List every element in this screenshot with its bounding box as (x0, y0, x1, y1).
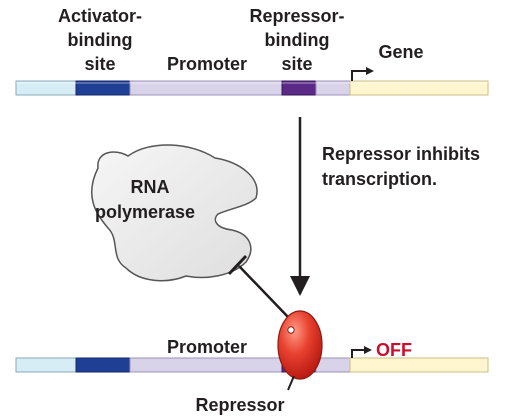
rna-polymerase-label-line2: polymerase (95, 202, 195, 222)
rna-polymerase-shape (90, 144, 258, 282)
repressor-site-label-line3: site (281, 54, 312, 74)
gene-region-bottom (349, 357, 489, 373)
repressor-label: Repressor (195, 395, 284, 415)
rna-polymerase-label-line1: RNA (131, 177, 170, 197)
promoter-region-bottom-right (315, 357, 351, 373)
transcription-start-arrow-bottom (351, 349, 366, 358)
repressor-protein (277, 310, 323, 380)
inhibition-bar (227, 254, 248, 276)
off-label: OFF (376, 340, 412, 360)
activator-label-line2: binding (68, 30, 133, 50)
repressor-site-label-line2: binding (265, 30, 330, 50)
arrow-caption-line2: transcription. (322, 169, 437, 189)
dna-strand-bottom (15, 357, 489, 373)
promoter-region-bottom (129, 357, 283, 373)
dna-left-segment-bottom (15, 357, 77, 373)
arrow-caption-line1: Repressor inhibits (322, 144, 480, 164)
dna-strand-top (15, 80, 489, 96)
repressor-site-label-line1: Repressor- (249, 6, 344, 26)
promoter-label-top: Promoter (167, 54, 247, 74)
activator-binding-site-bottom (75, 357, 131, 373)
promoter-label-bottom: Promoter (167, 337, 247, 357)
activator-label-line3: site (84, 54, 115, 74)
gene-label: Gene (378, 42, 423, 62)
activator-label-line1: Activator- (58, 6, 142, 26)
transcription-start-arrow-top (351, 70, 368, 81)
inhibition-line (238, 265, 289, 318)
gene-region-top (349, 80, 489, 96)
repressor-pointer (287, 375, 295, 391)
repressor-binding-dot (287, 326, 295, 334)
